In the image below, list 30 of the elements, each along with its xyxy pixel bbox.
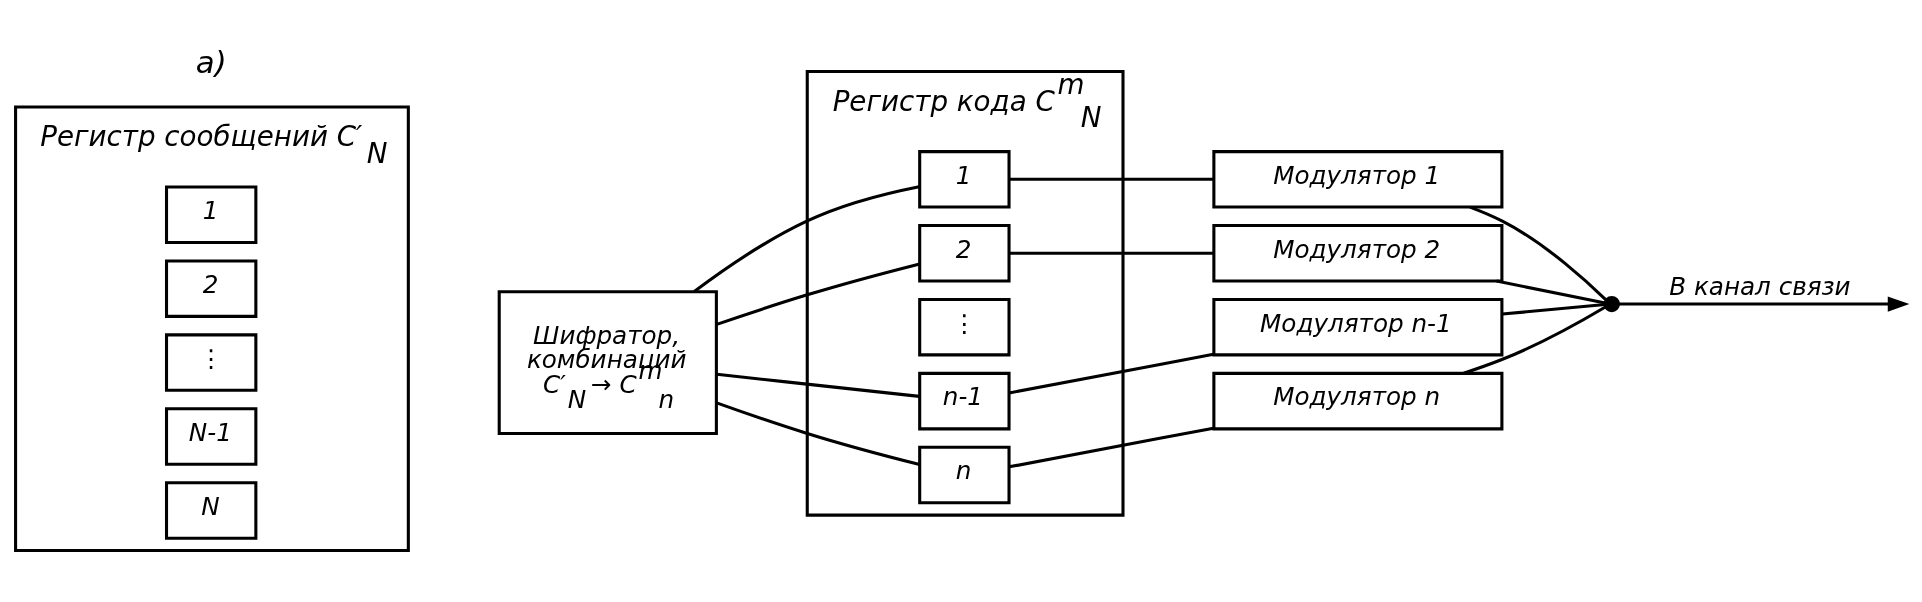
label: a) [195,44,227,81]
connector [716,262,921,326]
connector [1009,177,1214,181]
node-box: 1 [918,150,1011,209]
connector [716,401,920,467]
node-circle [1603,295,1620,313]
connector [1009,251,1214,255]
node-box: Модулятор n-1 [1212,297,1504,357]
node-box: Модулятор 1 [1212,150,1504,209]
node-box: Модулятор n [1212,371,1504,431]
connector [1496,279,1606,305]
node-box: Модулятор 2 [1212,224,1504,283]
connector [1502,303,1606,316]
connector [716,372,920,398]
connector [693,185,920,293]
node-box: n [918,445,1011,505]
connector [1463,305,1607,375]
node-box: ⋮ [918,297,1011,357]
connector [1008,426,1214,469]
edge-label: В канал связи [1669,271,1851,301]
arrow [1618,296,1910,312]
node-box: N-1 [165,407,258,466]
connector [1469,205,1607,301]
node-box: 1 [165,185,258,244]
node-box: n-1 [918,371,1011,431]
connector [1008,352,1214,395]
node-box: N [165,481,258,540]
node-box: ⋮ [165,333,258,392]
node-box: 2 [165,259,258,318]
node-box: 2 [918,224,1011,283]
